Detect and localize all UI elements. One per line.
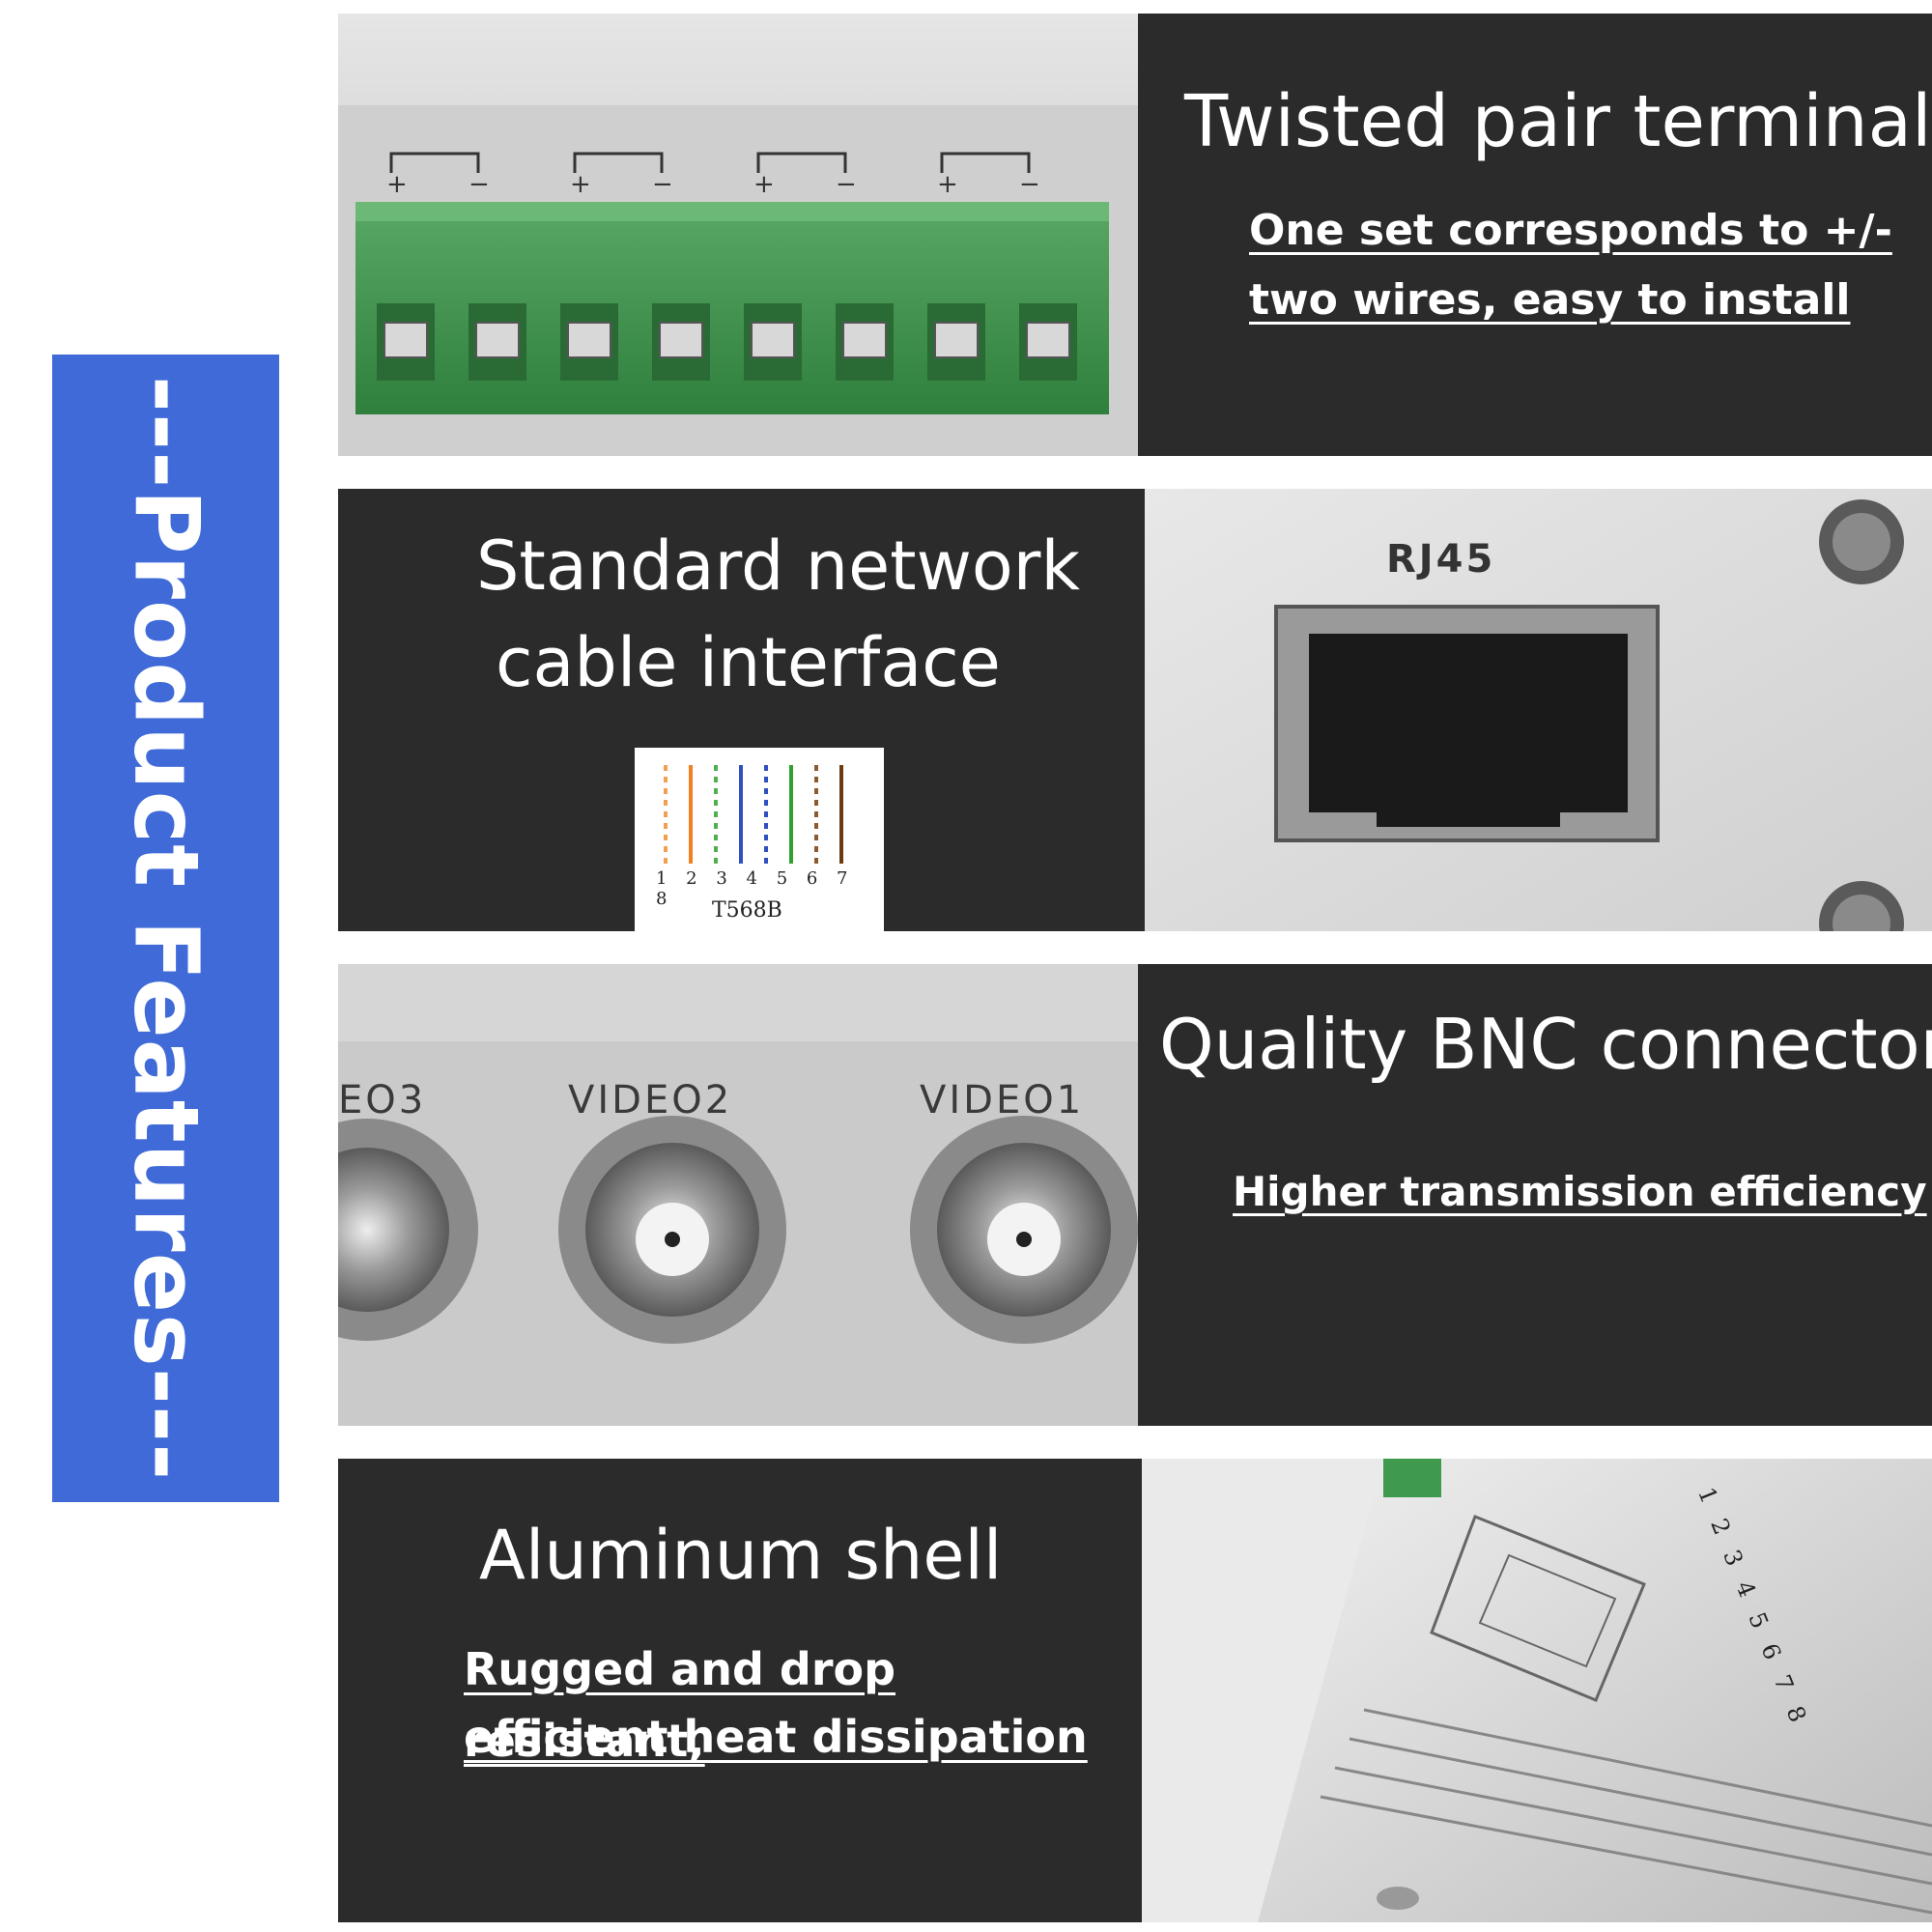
wiring-standard-label: T568B: [712, 898, 782, 923]
svg-text:+: +: [386, 170, 408, 199]
bnc-label-video3: EO3: [338, 1078, 427, 1122]
feature-title-line-1: Standard network: [476, 526, 1080, 606]
feature-subtitle-line-2: two wires, easy to install: [1249, 275, 1851, 325]
feature-text-panel: Twisted pair terminal One set correspond…: [1138, 14, 1932, 456]
svg-text:+: +: [570, 170, 591, 199]
bnc-label-video2: VIDEO2: [568, 1078, 733, 1122]
feature-title: Aluminum shell: [479, 1516, 1003, 1595]
feature-row-network: Standard network cable interface 1 2 3 4…: [338, 489, 1932, 931]
feature-row-bnc: EO3 VIDEO2 VIDEO1 Quality BNC connectors…: [338, 964, 1932, 1426]
terminal-block-photo: + − + − + − + −: [338, 14, 1138, 456]
feature-text-panel: Aluminum shell Rugged and drop resistant…: [338, 1459, 1142, 1922]
svg-text:−: −: [836, 170, 857, 199]
feature-subtitle-line-1: Rugged and drop resistant,: [464, 1643, 896, 1767]
banner-text: ---Product Features---: [114, 375, 217, 1482]
svg-text:−: −: [652, 170, 673, 199]
bnc-label-video1: VIDEO1: [920, 1078, 1085, 1122]
product-features-banner: ---Product Features---: [52, 355, 279, 1502]
feature-subtitle-line-1: One set corresponds to +/-: [1249, 206, 1892, 255]
t568b-wiring-card: 1 2 3 4 5 6 7 8 T568B: [635, 748, 884, 931]
feature-title-line-2: cable interface: [496, 623, 1001, 702]
svg-text:+: +: [937, 170, 958, 199]
bnc-connectors-photo: EO3 VIDEO2 VIDEO1: [338, 964, 1138, 1426]
svg-text:−: −: [469, 170, 490, 199]
feature-title: Twisted pair terminal: [1184, 80, 1932, 163]
feature-text-panel: Standard network cable interface 1 2 3 4…: [338, 489, 1145, 931]
svg-text:+: +: [753, 170, 775, 199]
rj45-port-photo: RJ45: [1145, 489, 1932, 931]
feature-text-panel: Quality BNC connectors Higher transmissi…: [1138, 964, 1932, 1426]
feature-row-twisted-pair: +− +− +− +− Twisted pair terminal On: [338, 14, 1932, 456]
aluminum-shell-photo: 1 2 3 4 5 6 7 8: [1142, 1459, 1932, 1922]
feature-subtitle: Higher transmission efficiency: [1233, 1168, 1927, 1215]
svg-text:−: −: [1019, 170, 1040, 199]
feature-subtitle-line-2: efficient heat dissipation: [464, 1711, 1088, 1763]
feature-title: Quality BNC connectors: [1159, 1004, 1932, 1085]
wiring-pin-numbers: 1 2 3 4 5 6 7 8: [656, 868, 855, 909]
feature-row-aluminum: Aluminum shell Rugged and drop resistant…: [338, 1459, 1932, 1922]
rj45-label: RJ45: [1386, 537, 1496, 582]
